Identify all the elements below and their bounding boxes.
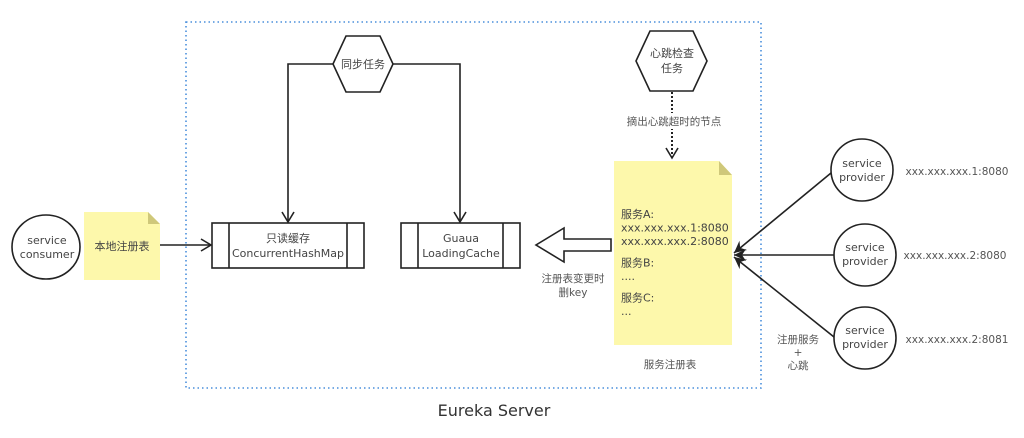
loading-cache-line2: LoadingCache <box>422 247 500 260</box>
heartbeat-task-line1: 心跳检查 <box>650 46 694 60</box>
provider1-register-arrow <box>733 172 832 254</box>
readonly-cache-box[interactable]: 只读缓存 ConcurrentHashMap <box>211 222 365 269</box>
eureka-server-title: Eureka Server <box>438 401 551 420</box>
provider-label-line1: service <box>842 157 882 170</box>
service-provider-node[interactable]: service provider <box>833 306 897 370</box>
heartbeat-task-hexagon[interactable]: 心跳检查 任务 <box>635 30 708 92</box>
service-provider-node[interactable]: service provider <box>833 223 897 287</box>
consumer-label-line1: service <box>27 234 67 247</box>
provider-address: xxx.xxx.xxx.1:8080 <box>906 166 1009 178</box>
registry-entry: .... <box>621 270 635 283</box>
registry-caption: 服务注册表 <box>644 358 697 371</box>
eureka-server-boundary <box>185 21 762 389</box>
registry-entry: 服务C: <box>621 292 654 305</box>
evict-label: 摘出心跳超时的节点 <box>627 115 722 128</box>
registry-entry: 服务B: <box>621 257 654 270</box>
loading-cache-line1: Guaua <box>443 232 479 245</box>
readonly-cache-line2: ConcurrentHashMap <box>232 247 344 260</box>
invalidate-block-arrow <box>534 226 612 264</box>
provider-label-line1: service <box>845 324 885 337</box>
registry-entry: ... <box>621 305 632 318</box>
local-registry-label: 本地注册表 <box>95 239 150 253</box>
registry-entry: xxx.xxx.xxx.1:8080 <box>621 222 729 235</box>
provider-label-line2: provider <box>842 255 888 268</box>
local-registry-note[interactable]: 本地注册表 <box>84 212 160 280</box>
registry-entry: xxx.xxx.xxx.2:8080 <box>621 235 729 248</box>
sync-to-loading-arrow <box>393 63 467 224</box>
registry-entries: 服务A:xxx.xxx.xxx.1:8080xxx.xxx.xxx.2:8080… <box>621 208 729 318</box>
provider-address: xxx.xxx.xxx.2:8080 <box>904 250 1007 262</box>
sync-to-readonly-arrow <box>281 63 333 224</box>
readonly-cache-line1: 只读缓存 <box>266 231 310 245</box>
registry-entry: 服务A: <box>621 208 654 221</box>
consumer-label-line2: consumer <box>20 248 75 261</box>
provider-label-line2: provider <box>839 171 885 184</box>
loading-cache-box[interactable]: Guaua LoadingCache <box>400 222 521 269</box>
service-registry-note[interactable]: 服务A:xxx.xxx.xxx.1:8080xxx.xxx.xxx.2:8080… <box>614 161 732 345</box>
register-label-line3: 心跳 <box>788 359 809 372</box>
register-label-line2: + <box>794 347 803 359</box>
provider-address: xxx.xxx.xxx.2:8081 <box>906 334 1009 346</box>
provider3-register-arrow <box>733 256 835 338</box>
service-consumer-node[interactable]: service consumer <box>11 214 81 280</box>
service-provider-node[interactable]: service provider <box>830 138 894 202</box>
sync-task-hexagon[interactable]: 同步任务 <box>332 35 394 93</box>
provider-label-line1: service <box>845 241 885 254</box>
register-label-line1: 注册服务 <box>777 333 819 346</box>
sync-task-label: 同步任务 <box>341 58 385 71</box>
change-label-line1: 注册表变更时 <box>542 272 605 285</box>
change-label-line2: 删key <box>559 287 588 299</box>
provider-label-line2: provider <box>842 338 888 351</box>
heartbeat-task-line2: 任务 <box>661 62 683 75</box>
